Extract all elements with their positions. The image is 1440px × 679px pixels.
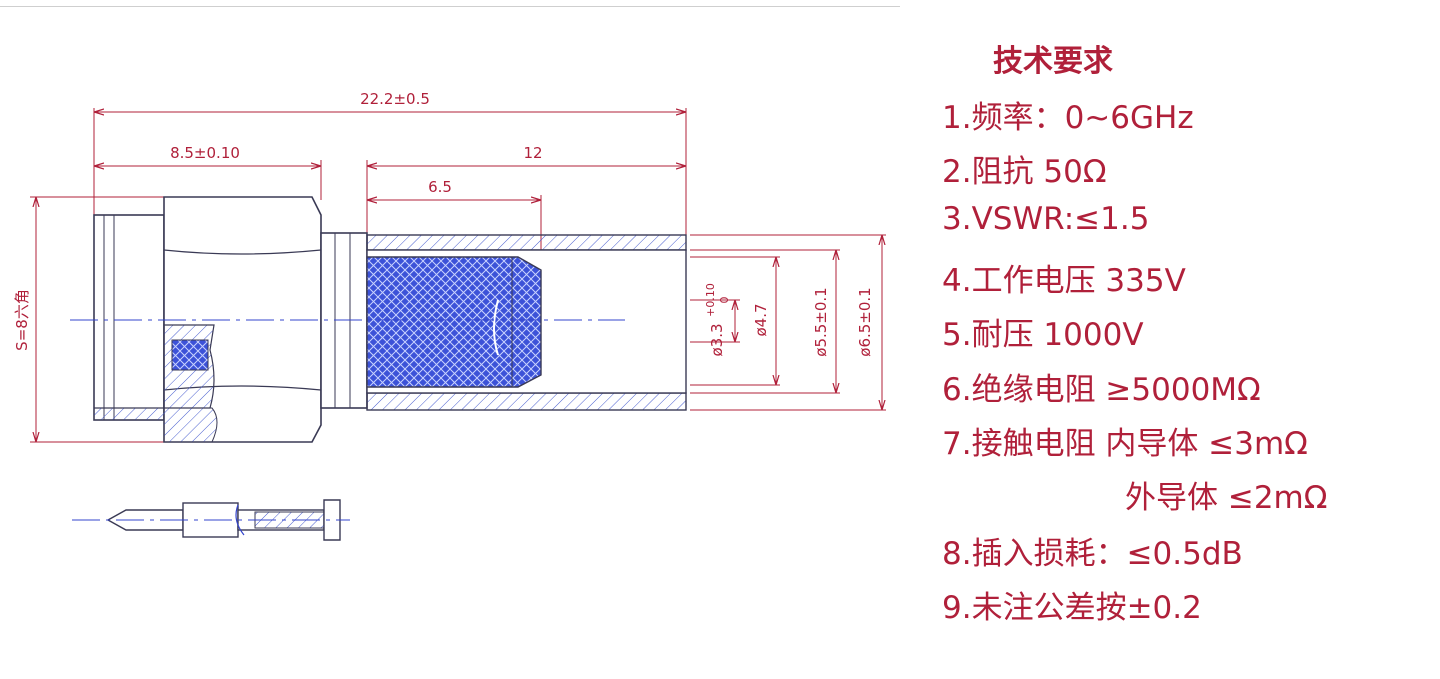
dim-inner-diameter: ø4.7 (752, 303, 770, 336)
spec-item-8: 8.插入损耗：≤0.5dB (942, 536, 1243, 572)
dim-hex-size: S=8六角 (13, 289, 31, 351)
dim-overall-length: 22.2±0.5 (360, 90, 430, 108)
spec-item-3: 3.VSWR:≤1.5 (942, 201, 1150, 237)
dim-hex-length: 8.5±0.10 (170, 144, 240, 162)
dim-braid-length: 6.5 (428, 178, 452, 196)
dim-pin-tolerance-upper: +0.10 (704, 283, 717, 317)
dimension-hex-length (93, 160, 322, 215)
dim-ferrule-length: 12 (523, 144, 542, 162)
spec-title: 技术要求 (993, 44, 1113, 79)
spec-item-2: 2.阻抗 50Ω (942, 154, 1107, 190)
dim-pin-diameter: ø3.3 (708, 323, 726, 356)
connector-body (93, 196, 687, 443)
spec-item-1: 1.频率：0~6GHz (942, 100, 1194, 136)
dimension-hex-size (30, 196, 165, 443)
spec-item-7-continued: 外导体 ≤2mΩ (1125, 480, 1328, 516)
dim-mid-diameter: ø5.5±0.1 (812, 287, 830, 356)
dimension-pin-diameter (690, 299, 740, 343)
spec-item-4: 4.工作电压 335V (942, 263, 1186, 299)
dim-outer-diameter: ø6.5±0.1 (856, 287, 874, 356)
connector-technical-drawing: 22.2±0.5 8.5±0.10 12 6.5 S=8六角 (13, 90, 886, 541)
spec-item-9: 9.未注公差按±0.2 (942, 590, 1202, 626)
dimension-ferrule-length (366, 160, 686, 235)
top-border-line (0, 6, 900, 7)
dimension-inner-diameter (690, 256, 780, 386)
contact-pin (106, 499, 341, 541)
spec-item-5: 5.耐压 1000V (942, 317, 1144, 353)
dim-pin-tolerance-lower: 0 (718, 297, 731, 304)
spec-item-6: 6.绝缘电阻 ≥5000MΩ (942, 372, 1261, 408)
dimension-mid-diameter (690, 249, 840, 394)
dimension-outer-diameter (690, 234, 886, 411)
spec-item-7: 7.接触电阻 内导体 ≤3mΩ (942, 426, 1308, 462)
